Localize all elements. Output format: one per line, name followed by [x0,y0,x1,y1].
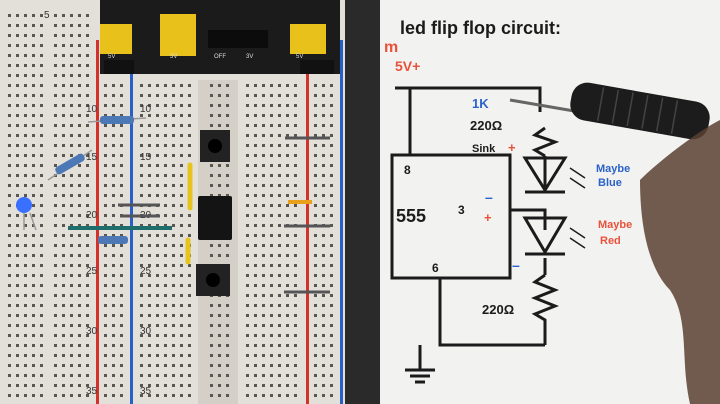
row-number-left: 35 [86,386,98,397]
title-prefix: m [384,39,398,56]
rail-red-left [96,40,99,404]
power-module: 5V 3V OFF 3V 5V [100,0,340,74]
row-number-right: 25 [140,266,152,277]
power-jumper-mid [160,14,196,56]
led2-label-line2: Red [600,235,621,247]
plus-sign-2: + [484,210,492,225]
minus-sign-1: – [485,189,493,205]
rail-blue-right [340,40,343,404]
row-number-right: 10 [140,104,152,115]
resistor-220-bottom-label: 220Ω [482,302,514,317]
led-symbol-2 [522,216,568,255]
schematic: m led flip flop circuit: 5V+ [384,18,632,384]
power-module-label: 3V [246,54,253,60]
power-jumper-left [100,24,132,54]
power-module-label: 3V [170,54,177,60]
hand [640,120,720,404]
schematic-title: led flip flop circuit: [400,18,561,38]
resistor-2 [55,153,85,175]
sink-label: Sink [472,143,496,155]
rail-red-right [306,40,309,404]
pin-3-label: 3 [458,203,465,217]
chip-555-label: 555 [396,206,426,226]
minus-sign-2: – [512,257,520,273]
screwdriver [509,82,710,140]
row-number-top: 5 [44,10,50,21]
ic-chip [198,196,232,240]
pin-8-label: 8 [404,163,411,177]
resistor-1 [100,116,134,124]
plus-sign-1: + [508,140,516,155]
row-number-right: 30 [140,326,152,337]
blue-led [16,197,32,213]
led1-label-line1: Maybe [596,163,630,175]
row-number-left: 10 [86,104,98,115]
row-numbers-left: 10 15 20 25 30 35 [86,104,98,397]
supply-label: 5V+ [395,58,420,74]
row-number-right: 15 [140,152,152,163]
rail-blue-left [130,40,133,404]
led2-label-line1: Maybe [598,219,632,231]
led-symbol-1 [522,156,568,193]
power-module-label: 5V [108,54,115,60]
row-number-left: 30 [86,326,98,337]
row-number-left: 20 [86,210,98,221]
power-jumper-right [290,24,326,54]
resistor-220-top-label: 220Ω [470,118,502,133]
row-number-right: 35 [140,386,152,397]
power-module-label: 5V [296,54,303,60]
components [16,116,330,296]
resistor-1k-label: 1K [472,96,489,111]
led1-label-line2: Blue [598,177,622,189]
pin-6-label: 6 [432,261,439,275]
row-number-left: 15 [86,152,98,163]
resistor-3 [98,236,128,244]
row-number-left: 25 [86,266,98,277]
power-module-label: OFF [214,54,226,60]
